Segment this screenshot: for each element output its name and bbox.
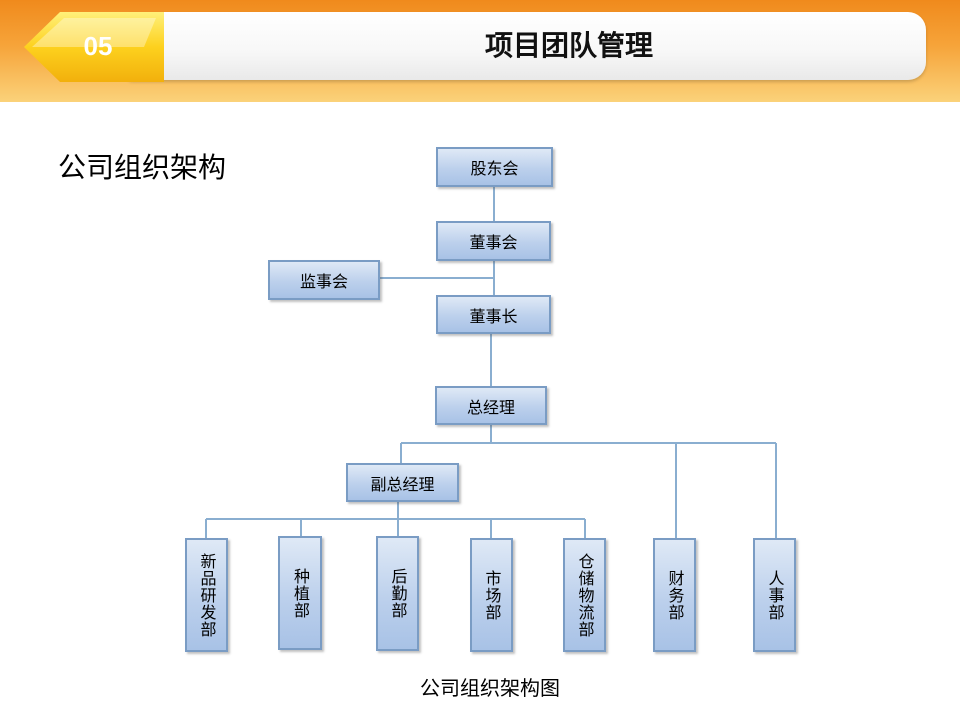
section-heading: 公司组织架构 — [58, 151, 227, 184]
node-general-manager: 总经理 — [435, 386, 547, 425]
node-board: 董事会 — [436, 221, 551, 261]
node-deputy-gm: 副总经理 — [346, 463, 459, 502]
node-chairman: 董事长 — [436, 295, 551, 334]
node-planting: 种植部 — [278, 536, 322, 650]
badge-number: 05 — [83, 31, 113, 61]
node-logistics: 后勤部 — [376, 536, 419, 651]
node-new-product-rd: 新品研发部 — [185, 538, 228, 652]
node-supervisors: 监事会 — [268, 260, 380, 300]
badge-arrow-icon — [24, 12, 164, 82]
title-bar — [128, 12, 926, 80]
node-warehouse-logistics: 仓储物流部 — [563, 538, 606, 652]
node-finance: 财务部 — [653, 538, 696, 652]
page-title: 项目团队管理 — [484, 29, 653, 62]
diagram-caption: 公司组织架构图 — [420, 676, 560, 700]
node-shareholders: 股东会 — [436, 147, 553, 187]
node-hr: 人事部 — [753, 538, 796, 652]
node-market: 市场部 — [470, 538, 513, 652]
